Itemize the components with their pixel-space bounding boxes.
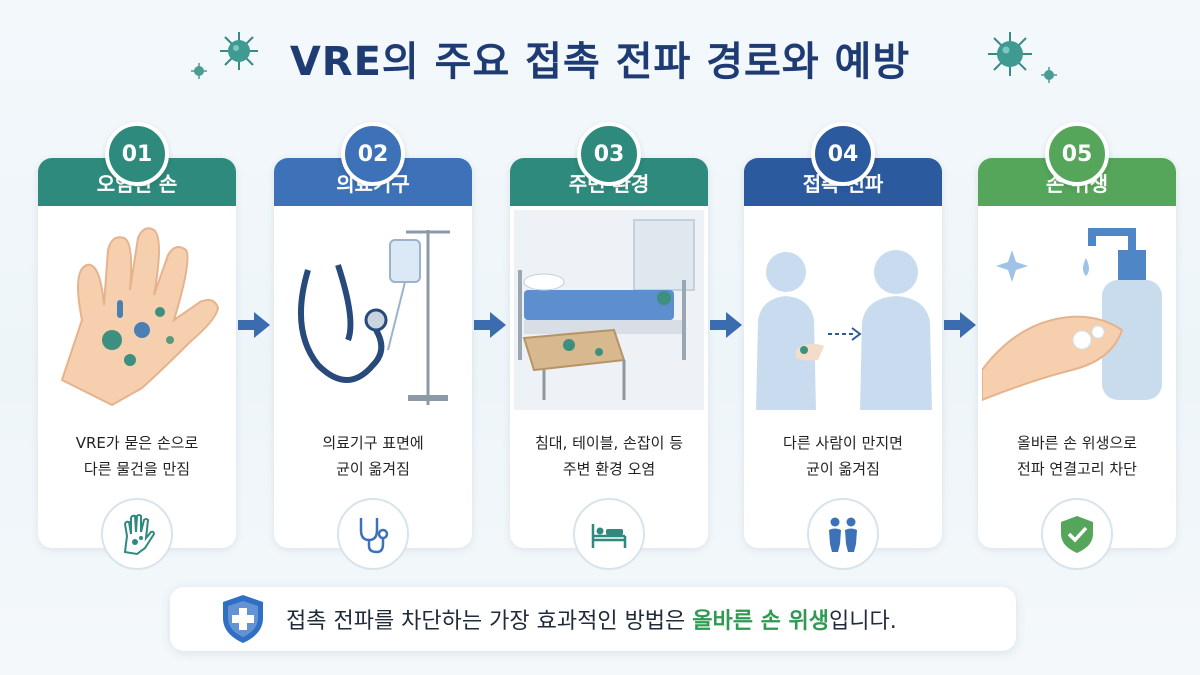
- medical-shield-icon: [223, 595, 263, 643]
- environment-illustration: [514, 210, 704, 410]
- step-number-badge: 04: [811, 122, 875, 186]
- step-number-badge: 03: [577, 122, 641, 186]
- step-description: VRE가 묻은 손으로 다른 물건을 만짐: [38, 430, 236, 482]
- shield-check-icon: [1041, 498, 1113, 570]
- step-description: 다른 사람이 만지면 균이 옮겨짐: [744, 430, 942, 482]
- page-title: VRE의 주요 접촉 전파 경로와 예방: [289, 39, 911, 85]
- step-description-line: 다른 물건을 만짐: [83, 460, 191, 478]
- step-card-contaminated-hand: 01 오염된 손 VRE가 묻은 손으로 다른 물건을 만짐: [38, 122, 236, 570]
- bed-icon: [573, 498, 645, 570]
- medical-device-illustration: [297, 230, 450, 405]
- footer-banner: 접촉 전파를 차단하는 가장 효과적인 방법은 올바른 손 위생입니다.: [170, 587, 1016, 651]
- step-description: 의료기구 표면에 균이 옮겨짐: [274, 430, 472, 482]
- step-number-badge: 05: [1045, 122, 1109, 186]
- footer-text-after: 입니다.: [829, 609, 897, 634]
- hand-hygiene-illustration: [982, 228, 1162, 402]
- contaminated-hand-icon: [101, 498, 173, 570]
- virus-icon: [220, 32, 258, 70]
- step-card-medical-device: 02 의료기구 의료기구 표면에 균이 옮겨짐: [274, 122, 472, 570]
- step-description: 올바른 손 위생으로 전파 연결고리 차단: [978, 430, 1176, 482]
- step-card-contact-spread: 04 접촉 전파 다른 사람이 만지면 균이 옮겨짐: [744, 122, 942, 570]
- step-description-line: 올바른 손 위생으로: [1017, 434, 1137, 452]
- stethoscope-icon: [337, 498, 409, 570]
- arrow-right-icon: [710, 312, 742, 338]
- footer-highlight: 올바른 손 위생: [692, 609, 830, 634]
- step-description-line: 균이 옮겨짐: [336, 460, 410, 478]
- arrow-right-icon: [474, 312, 506, 338]
- step-number-badge: 02: [341, 122, 405, 186]
- footer-text-before: 접촉 전파를 차단하는 가장 효과적인 방법은: [286, 609, 693, 634]
- contaminated-hand-illustration: [60, 227, 220, 407]
- people-icon: [807, 498, 879, 570]
- step-description-line: 침대, 테이블, 손잡이 등: [534, 434, 684, 452]
- arrow-right-icon: [238, 312, 270, 338]
- step-description-line: VRE가 묻은 손으로: [75, 434, 199, 452]
- contact-spread-illustration: [756, 250, 932, 410]
- step-card-environment: 03 주변 환경 침대, 테이블, 손잡이 등 주변 환경 오염: [510, 122, 708, 570]
- step-description-line: 의료기구 표면에: [322, 434, 424, 452]
- step-description-line: 균이 옮겨짐: [806, 460, 880, 478]
- footer-message: 접촉 전파를 차단하는 가장 효과적인 방법은 올바른 손 위생입니다.: [286, 603, 897, 635]
- title-row: VRE의 주요 접촉 전파 경로와 예방: [0, 28, 1200, 88]
- step-card-hand-hygiene: 05 손 위생 올바른 손 위생으로 전파 연결고리 차단: [978, 122, 1176, 570]
- step-description-line: 전파 연결고리 차단: [1017, 460, 1137, 478]
- step-number-badge: 01: [105, 122, 169, 186]
- step-description-line: 주변 환경 오염: [562, 460, 656, 478]
- virus-icon: [191, 63, 207, 79]
- step-description-line: 다른 사람이 만지면: [783, 434, 903, 452]
- virus-icon: [988, 32, 1032, 76]
- virus-icon: [1041, 67, 1057, 83]
- step-description: 침대, 테이블, 손잡이 등 주변 환경 오염: [510, 430, 708, 482]
- arrow-right-icon: [944, 312, 976, 338]
